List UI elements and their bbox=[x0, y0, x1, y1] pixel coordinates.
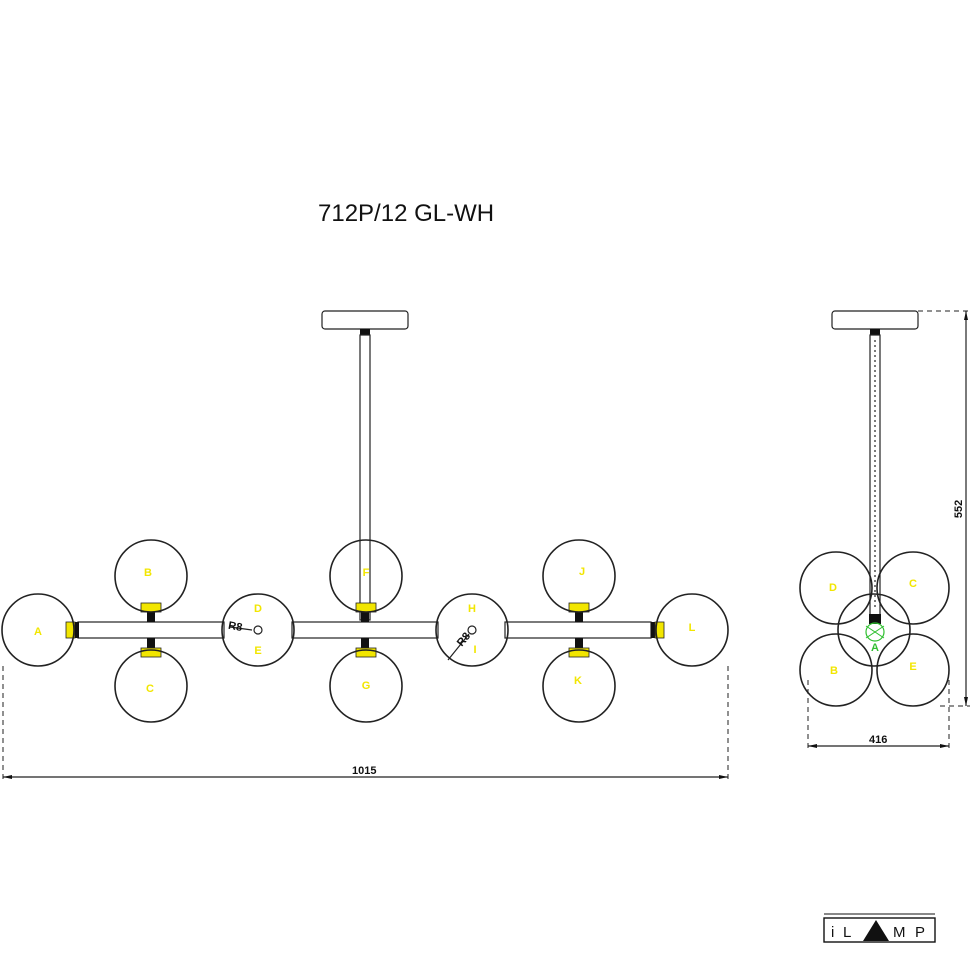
svg-text:M: M bbox=[893, 924, 906, 941]
svg-text:L: L bbox=[843, 924, 851, 941]
side-label-b: B bbox=[830, 665, 838, 677]
logo-lamp-icon bbox=[863, 920, 889, 941]
globe-c bbox=[114, 649, 188, 723]
side-globe-d bbox=[799, 551, 873, 625]
label-e: E bbox=[254, 645, 261, 657]
side-label-d: D bbox=[829, 582, 837, 594]
side-label-e: E bbox=[909, 661, 916, 673]
label-l: L bbox=[689, 622, 696, 634]
side-socket-highlight bbox=[865, 622, 885, 642]
globe-g bbox=[329, 649, 403, 723]
globe-k bbox=[542, 649, 616, 723]
globe-a bbox=[1, 593, 75, 667]
label-h: H bbox=[468, 603, 476, 615]
side-globe-e bbox=[876, 633, 950, 707]
globe-de bbox=[221, 593, 295, 667]
socket-g bbox=[355, 647, 377, 658]
globe-j bbox=[542, 539, 616, 613]
globe-hi bbox=[435, 593, 509, 667]
side-label-a: A bbox=[871, 642, 879, 654]
label-b: B bbox=[144, 567, 152, 579]
height-dimension: 552 bbox=[953, 500, 965, 518]
side-globe-a bbox=[837, 593, 911, 667]
front-canopy bbox=[321, 310, 409, 330]
label-a: A bbox=[34, 626, 42, 638]
globe-b bbox=[114, 539, 188, 613]
width-dimension: 416 bbox=[869, 734, 887, 746]
model-title: 712P/12 GL-WH bbox=[318, 200, 494, 227]
label-f: F bbox=[363, 567, 370, 579]
label-i: I bbox=[473, 644, 476, 656]
bar-center bbox=[291, 621, 439, 639]
side-canopy bbox=[831, 310, 919, 330]
svg-text:P: P bbox=[915, 924, 925, 941]
socket-c bbox=[140, 647, 162, 658]
bar-left bbox=[77, 621, 225, 639]
front-canopy-mount bbox=[360, 329, 370, 335]
label-j: J bbox=[579, 566, 585, 578]
socket-k bbox=[568, 647, 590, 658]
socket-l bbox=[654, 621, 665, 639]
detail-label-left: R8 bbox=[227, 620, 243, 634]
side-view: D C A B E 552 416 bbox=[799, 310, 970, 750]
globe-l bbox=[655, 593, 729, 667]
brand-logo: i L M P bbox=[823, 913, 936, 943]
label-c: C bbox=[146, 683, 154, 695]
side-canopy-mount bbox=[870, 329, 880, 335]
side-label-c: C bbox=[909, 578, 917, 590]
side-globe-c bbox=[876, 551, 950, 625]
svg-text:i: i bbox=[831, 924, 834, 941]
label-g: G bbox=[362, 680, 371, 692]
label-d: D bbox=[254, 603, 262, 615]
length-dimension: 1015 bbox=[352, 765, 376, 777]
label-k: K bbox=[574, 675, 582, 687]
detail-circle-left bbox=[253, 625, 263, 635]
front-view: R8 R8 A B C D E F G H I J K L 1015 bbox=[1, 310, 729, 780]
bar-right bbox=[504, 621, 652, 639]
detail-circle-right bbox=[467, 625, 477, 635]
globe-f bbox=[329, 539, 403, 613]
side-globe-b bbox=[799, 633, 873, 707]
